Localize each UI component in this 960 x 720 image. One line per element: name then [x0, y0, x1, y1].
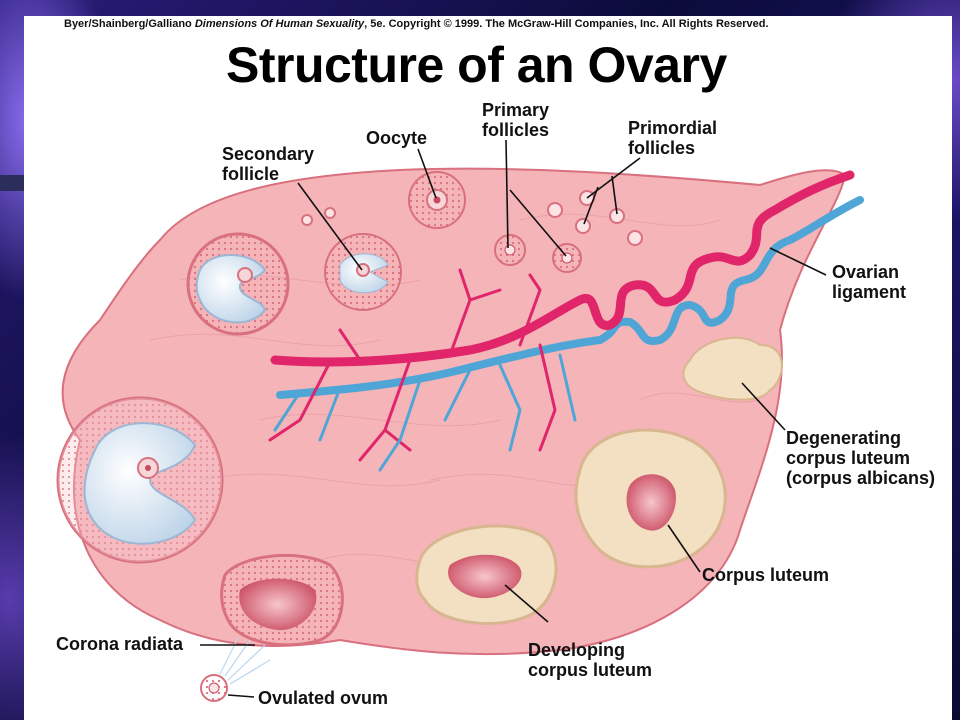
primary-follicles — [494, 234, 582, 273]
copyright-credit: Byer/Shainberg/Galliano Dimensions Of Hu… — [64, 18, 769, 30]
label-ovulated-ovum: Ovulated ovum — [258, 688, 389, 708]
ovulated-ovum — [200, 637, 271, 702]
label-secondary-follicle: Secondary follicle — [222, 144, 315, 184]
diagram-title: Structure of an Ovary — [226, 37, 727, 93]
ovarian-ligament-vessels — [268, 170, 864, 472]
credit-book: Dimensions Of Human Sexuality — [194, 18, 365, 30]
slide-accent-bar — [0, 175, 24, 191]
oocyte-follicle — [408, 171, 466, 229]
large-follicle — [56, 396, 224, 564]
medium-follicle — [186, 232, 290, 336]
vein — [276, 196, 864, 399]
credit-rest: , 5e. Copyright © 1999. The McGraw-Hill … — [364, 18, 769, 30]
label-degenerating-corpus-luteum: Degenerating corpus luteum (corpus albic… — [786, 428, 936, 488]
label-primary-follicles: Primary follicles — [482, 100, 550, 140]
artery — [270, 170, 855, 367]
leader-lines — [200, 139, 827, 698]
label-corpus-luteum: Corpus luteum — [702, 565, 830, 585]
corpus-albicans — [682, 336, 783, 401]
label-corona-radiata: Corona radiata — [56, 634, 184, 654]
label-oocyte: Oocyte — [366, 128, 428, 148]
secondary-follicle — [324, 233, 402, 311]
credit-authors: Byer/Shainberg/Galliano — [64, 18, 192, 30]
corpus-luteum — [574, 428, 727, 569]
label-developing-corpus-luteum: Developing corpus luteum — [528, 640, 653, 680]
label-primordial-follicles: Primordial follicles — [628, 118, 718, 158]
developing-corpus-luteum — [415, 524, 558, 625]
label-ovarian-ligament: Ovarian ligament — [832, 262, 907, 302]
ruptured-follicle — [220, 553, 344, 647]
